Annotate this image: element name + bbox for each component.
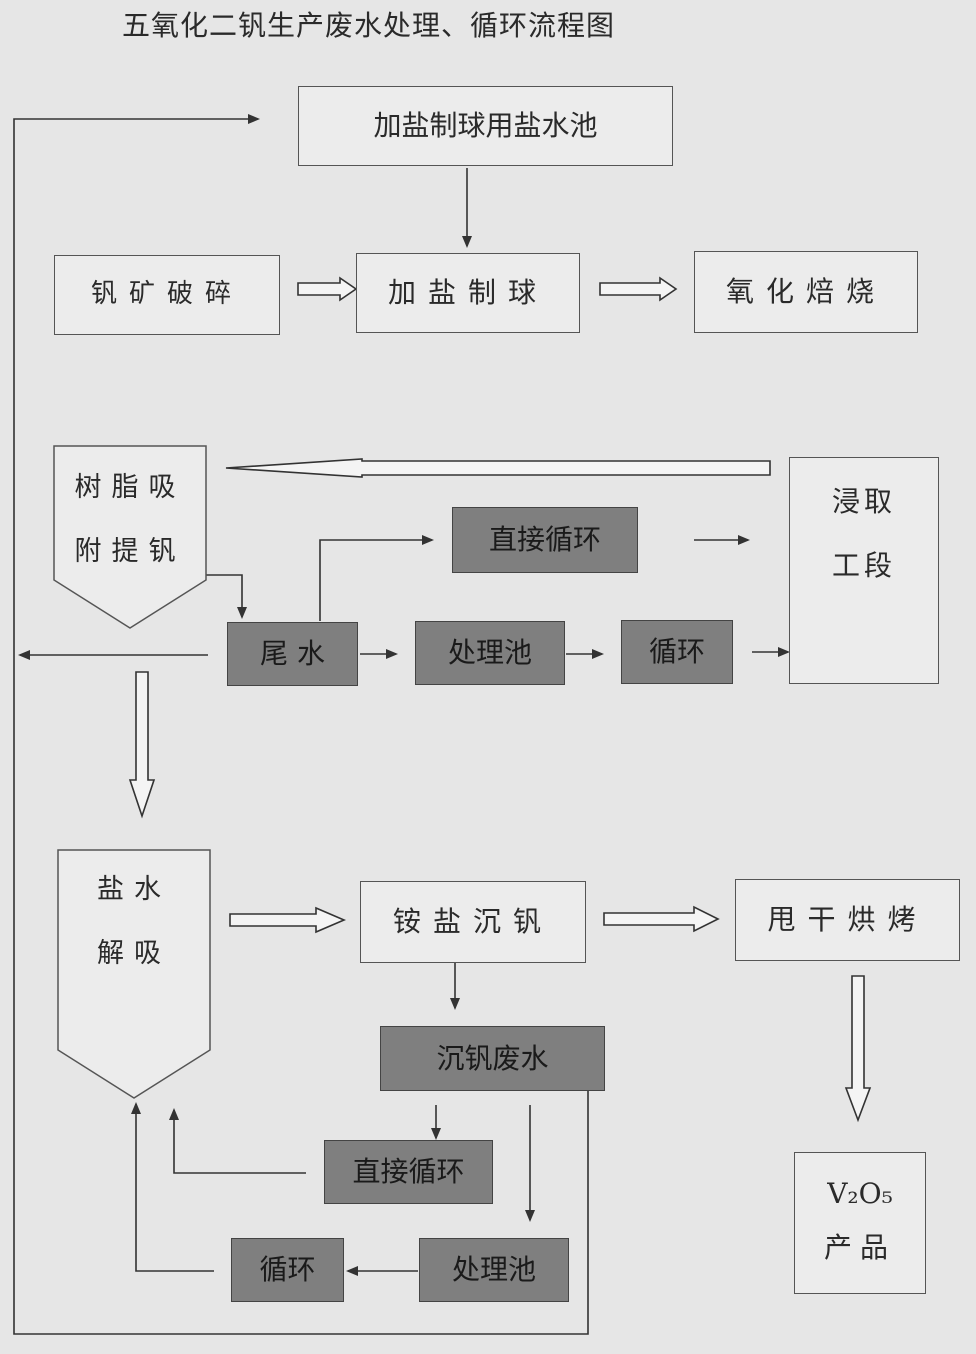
resin-adsorption-label: 树脂吸 附提钒: [60, 456, 200, 584]
tailwater-to-desorption-hollow-arrow: [128, 671, 156, 819]
resin-adsorption-line1: 树脂吸: [74, 472, 186, 503]
brine-desorption-line2: 解吸: [97, 938, 171, 969]
tail-water-node: 尾 水: [227, 622, 358, 686]
treatment-pool-bottom-node: 处理池: [419, 1238, 569, 1302]
crushing-to-pelletizing-hollow-arrow: [297, 276, 358, 302]
leach-to-resin-hollow-arrow: [225, 458, 771, 478]
tailwater-to-direct-cycle-arrow: [319, 535, 434, 621]
v2o5-product-node: V₂O₅ 产品: [794, 1152, 926, 1294]
leaching-line1: 浸取: [831, 485, 896, 518]
cycle-bottom-node: 循环: [231, 1238, 344, 1302]
cycle-top-node: 循环: [621, 620, 733, 684]
leaching-node: 浸取 工段: [789, 457, 939, 684]
pelletizing-to-roasting-hollow-arrow: [599, 276, 678, 302]
resin-adsorption-shape: [53, 445, 207, 629]
direct-cycle-bottom-node: 直接循环: [324, 1140, 493, 1204]
cycle-to-desorption-arrow: [131, 1102, 214, 1272]
treatment-pool-top-node: 处理池: [415, 621, 565, 685]
pelletizing-node: 加盐制球: [356, 253, 580, 333]
brine-desorption-line1: 盐水: [97, 874, 171, 905]
brine-desorption-shape: [57, 849, 211, 1099]
product-label: 产品: [823, 1231, 896, 1264]
resin-adsorption-line2: 附提钒: [74, 536, 186, 567]
ammonium-precipitation-node: 铵盐沉钒: [360, 881, 586, 963]
precip-to-drying-hollow-arrow: [603, 905, 720, 933]
diagram-title: 五氧化二钒生产废水处理、循环流程图: [122, 9, 616, 42]
desorption-to-precip-hollow-arrow: [229, 906, 347, 934]
direct-cycle-top-node: 直接循环: [452, 507, 638, 573]
roasting-node: 氧化焙烧: [694, 251, 918, 333]
return-loop-arrow: [13, 114, 589, 1335]
drying-node: 甩干烘烤: [735, 879, 960, 961]
resin-to-tailwater-arrow: [206, 574, 247, 619]
product-formula: V₂O₅: [827, 1177, 893, 1210]
drying-to-product-hollow-arrow: [844, 975, 872, 1123]
direct-cycle-to-desorption-arrow: [169, 1108, 306, 1174]
brine-pool-node: 加盐制球用盐水池: [298, 86, 673, 166]
leaching-line2: 工段: [831, 549, 896, 582]
brine-desorption-label: 盐水 解吸: [64, 858, 204, 986]
precipitation-wastewater-node: 沉钒废水: [380, 1026, 605, 1091]
crushing-node: 钒矿破碎: [54, 255, 280, 335]
